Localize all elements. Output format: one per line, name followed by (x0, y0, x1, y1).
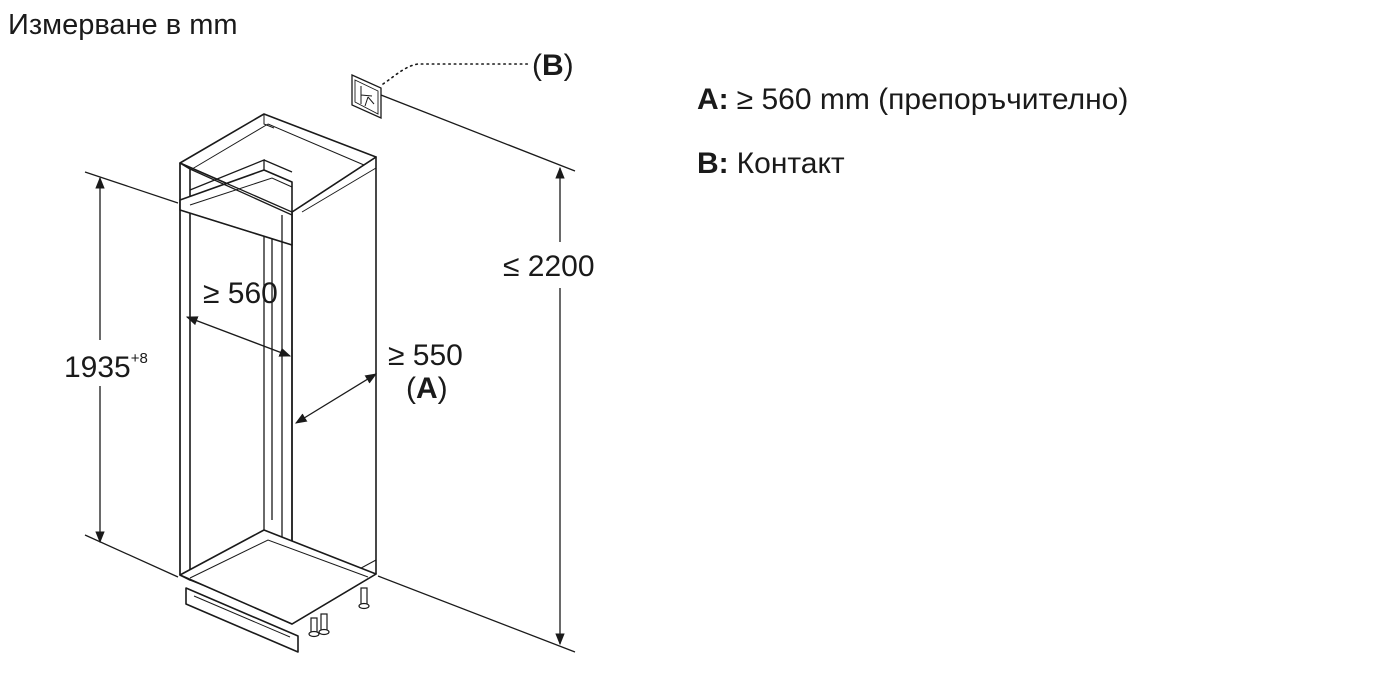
socket-icon (351, 73, 382, 120)
niche-depth-label: ≥ 550 (388, 339, 463, 372)
max-height-dimension (377, 94, 606, 653)
socket-label: (B) (532, 49, 574, 82)
legend-item-b: B:Контакт (697, 147, 845, 180)
niche-height-label: 1935+8 (64, 350, 148, 384)
page-title: Измерване в mm (8, 9, 238, 41)
niche-height-dimension (60, 171, 179, 578)
legend-item-a: A:≥ 560 mm (препоръчително) (697, 83, 1128, 116)
legend: A:≥ 560 mm (препоръчително) B:Контакт (697, 83, 1128, 180)
niche-width-arrow (185, 316, 292, 357)
max-height-label: ≤ 2200 (503, 250, 595, 283)
niche-depth-arrow (295, 373, 377, 424)
cabinet-niche (179, 113, 377, 653)
socket-leader-line (382, 63, 529, 85)
bottom-panel (179, 529, 377, 625)
left-side-panel (179, 162, 191, 581)
niche-width-label: ≥ 560 (203, 277, 278, 310)
cabinet-feet (308, 587, 370, 638)
niche-depth-ref: (A) (406, 372, 448, 405)
